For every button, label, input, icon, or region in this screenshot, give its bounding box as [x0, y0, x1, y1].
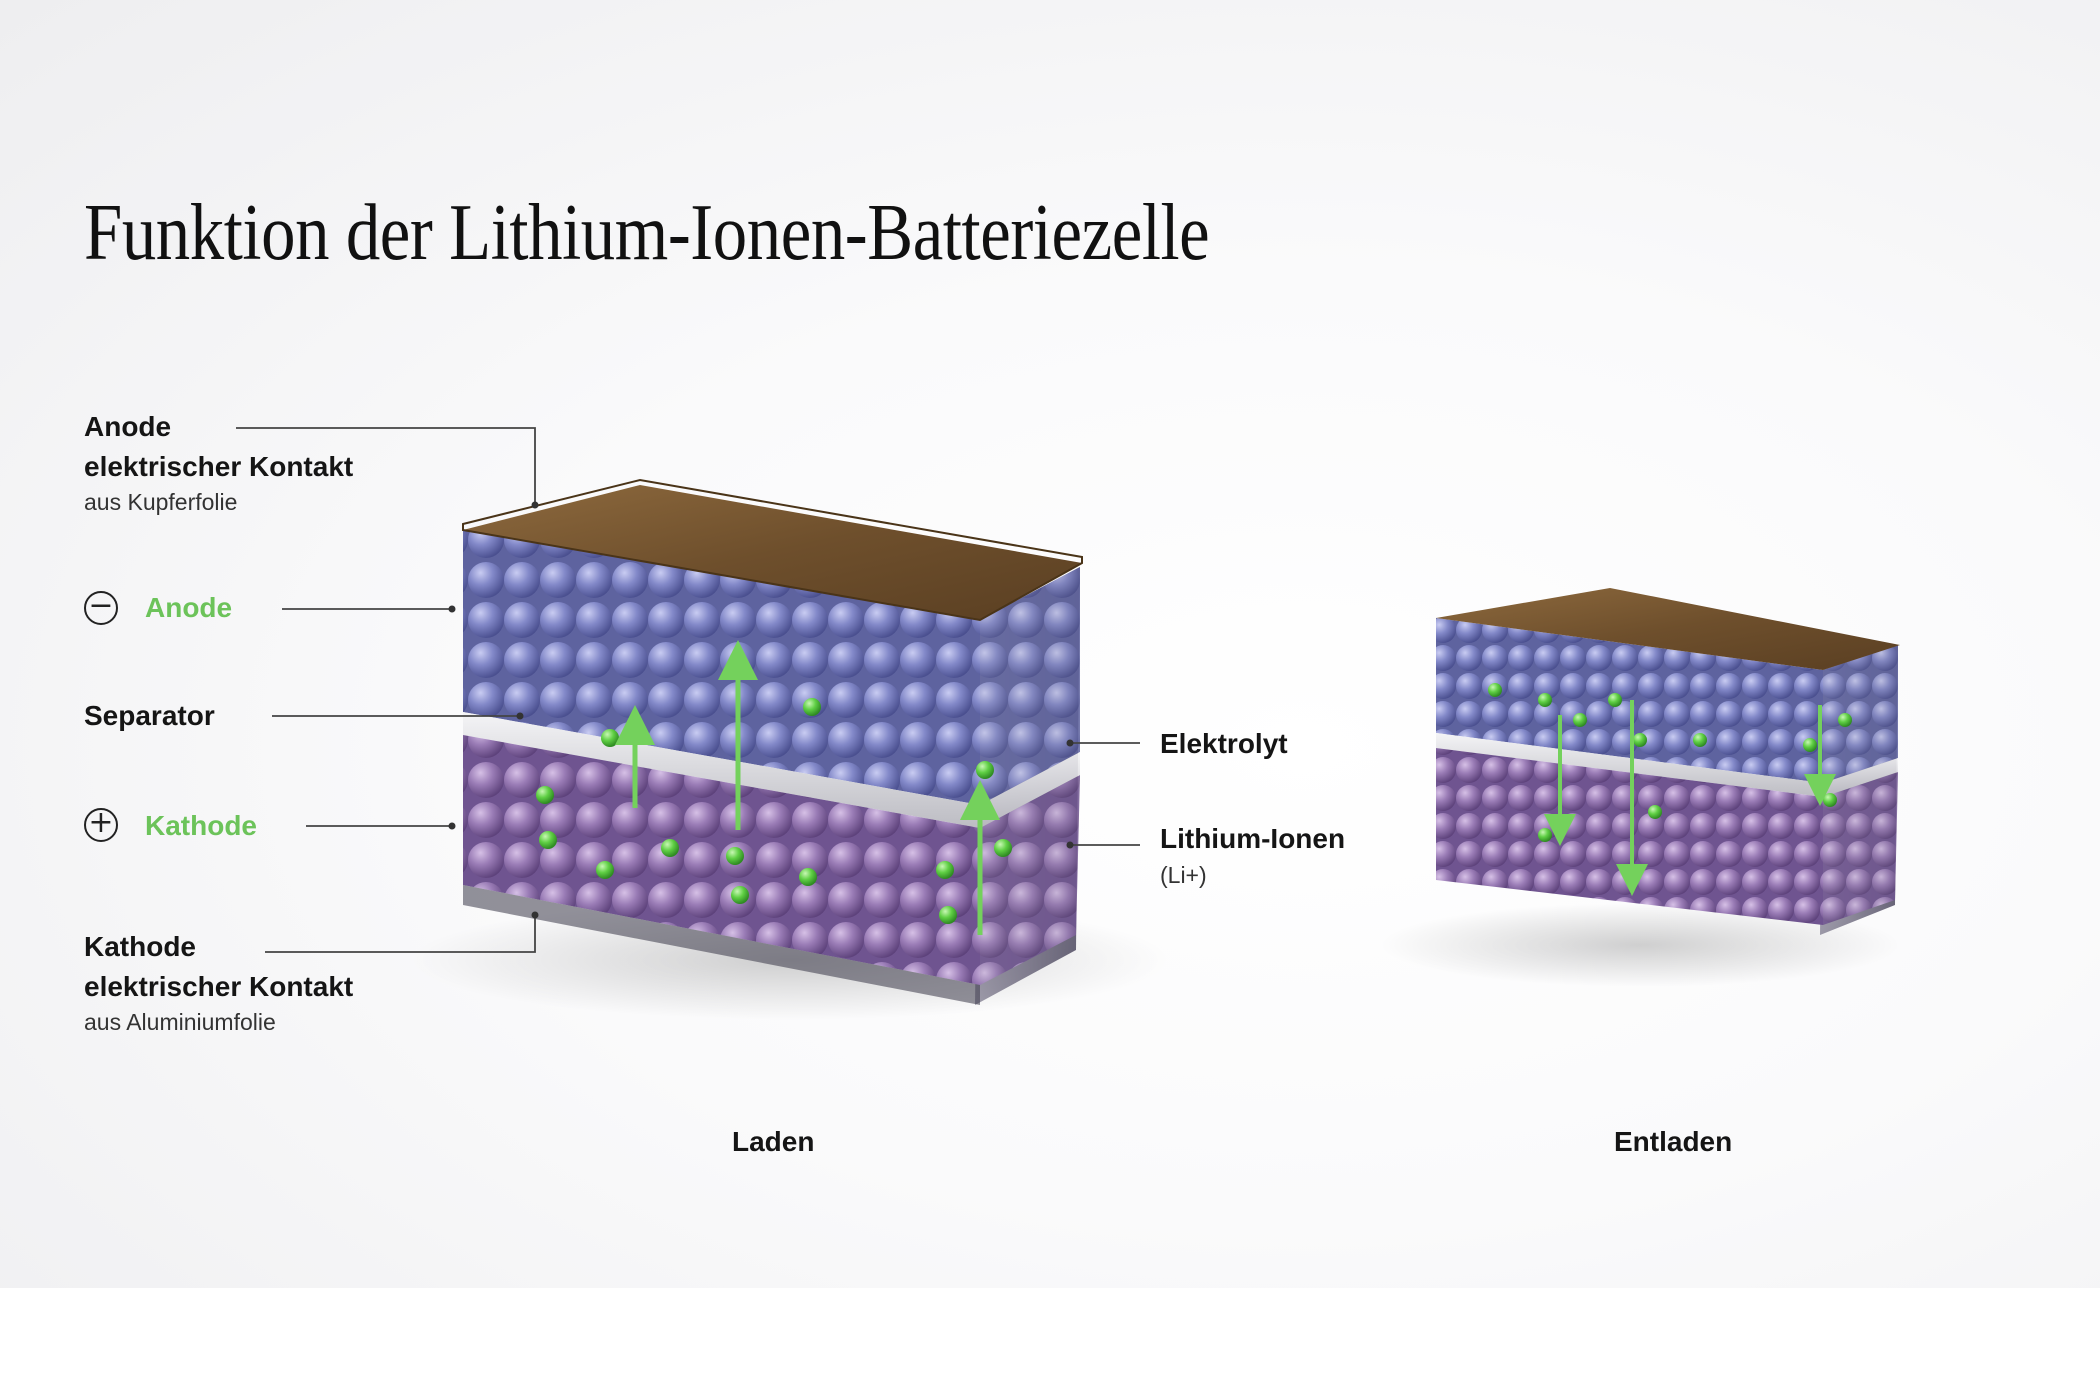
anode-label: Anode: [145, 592, 233, 623]
kathode-label: Kathode: [145, 810, 257, 841]
discharging-cell: [1380, 588, 1900, 987]
page-title: Funktion der Lithium-Ionen-Batteriezelle: [84, 189, 1210, 277]
discharging-caption: Entladen: [1614, 1126, 1733, 1157]
leader-dots: [448, 501, 1074, 919]
separator-label: Separator: [84, 700, 215, 731]
lithium-ionen-note: (Li+): [1160, 862, 1207, 888]
kathode-contact-subtitle: elektrischer Kontakt: [84, 971, 354, 1002]
plus-icon: +: [84, 808, 118, 842]
kathode-contact-title: Kathode: [84, 931, 196, 962]
charging-cell: [410, 478, 1170, 1020]
discharging-arrows: [1544, 700, 1836, 896]
anode-contact-title: Anode: [84, 411, 172, 442]
anode-contact-note: aus Kupferfolie: [84, 489, 238, 515]
lithium-ionen-label: Lithium-Ionen: [1160, 823, 1346, 854]
charging-arrows: [615, 640, 1000, 935]
charging-caption: Laden: [732, 1126, 815, 1157]
kathode-contact-note: aus Aluminiumfolie: [84, 1009, 276, 1035]
minus-icon: −: [84, 591, 118, 625]
lithium-ion-dots: [536, 698, 1012, 924]
anode-contact-subtitle: elektrischer Kontakt: [84, 451, 354, 482]
leader-lines: [236, 427, 1140, 953]
elektrolyt-label: Elektrolyt: [1160, 728, 1288, 759]
